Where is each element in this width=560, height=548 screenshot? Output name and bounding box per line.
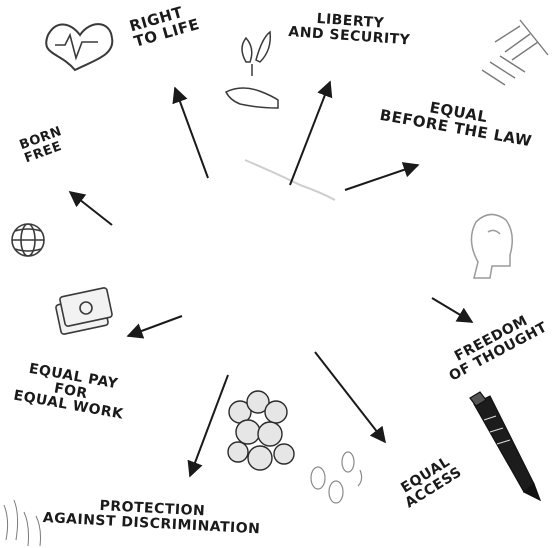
head-icon <box>471 214 512 278</box>
arrow-equal-before-law <box>345 165 418 190</box>
hands-icon <box>482 20 548 85</box>
arrow-equal-access <box>315 352 385 442</box>
center-sketch <box>245 160 335 200</box>
globe-icon <box>12 224 44 256</box>
arrow-born-free <box>70 192 112 225</box>
banknotes-icon <box>55 287 112 334</box>
plant-hand-icon <box>226 32 278 108</box>
pen-icon <box>470 392 540 500</box>
heart-icon <box>46 24 112 70</box>
edge-texture <box>4 500 41 546</box>
arrow-protection <box>190 375 228 476</box>
arrow-right-to-life <box>175 88 208 178</box>
arrow-equal-pay <box>128 316 182 336</box>
arrow-liberty <box>290 82 330 185</box>
crowd-icon <box>228 391 294 470</box>
footprints-icon <box>311 452 362 503</box>
arrow-freedom-thought <box>432 298 472 322</box>
